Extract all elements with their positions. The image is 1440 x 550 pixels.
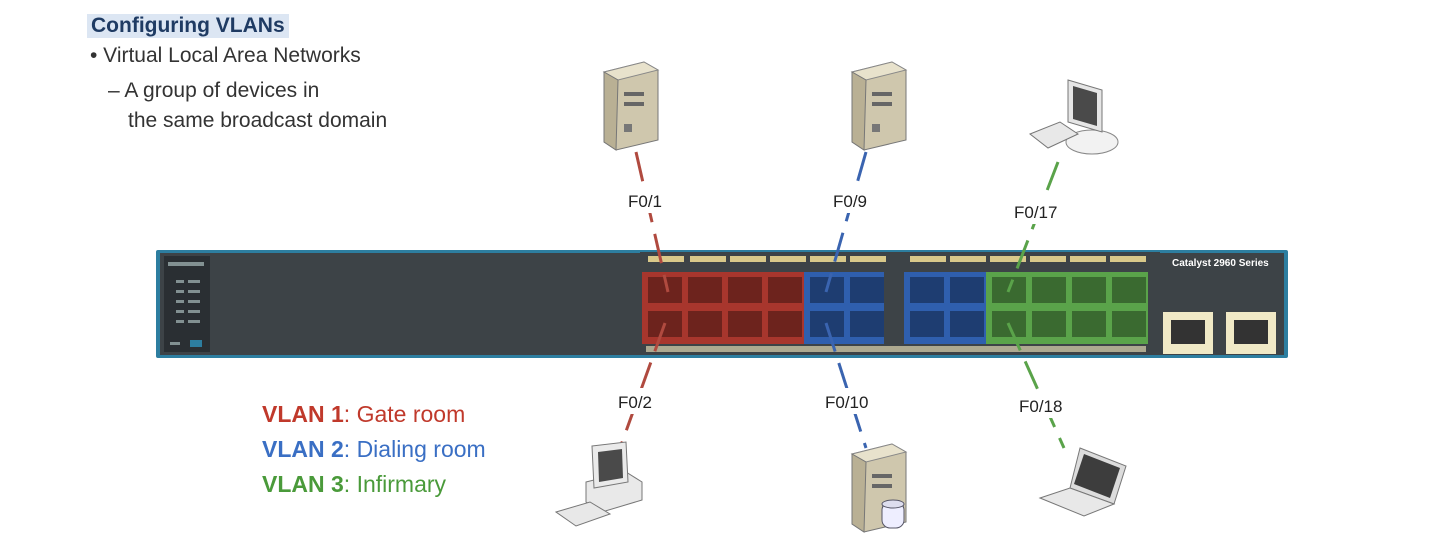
legend-vlan2-id: VLAN 2 — [262, 436, 344, 462]
vlan2-port-block-b — [904, 272, 986, 344]
cable-f0-1 — [634, 151, 670, 293]
rj45-port — [1032, 311, 1066, 337]
svg-text:F0/9: F0/9 — [833, 192, 867, 211]
network-switch: Catalyst 2960 Series — [156, 250, 1288, 358]
laptop-icon — [1038, 447, 1127, 517]
rj45-port — [1032, 277, 1066, 303]
legend-vlan3-id: VLAN 3 — [262, 471, 344, 497]
svg-text:F0/17: F0/17 — [1014, 203, 1057, 222]
rj45-port — [688, 277, 722, 303]
rj45-port — [1072, 277, 1106, 303]
rj45-port — [768, 311, 802, 337]
rj45-port — [728, 311, 762, 337]
rj45-port — [850, 277, 884, 303]
port-label-strip-bottom — [646, 346, 1146, 352]
rj45-port — [910, 277, 944, 303]
legend-vlan3: VLAN 3: Infirmary — [262, 471, 446, 498]
status-led-panel — [164, 256, 210, 352]
database-server-icon — [850, 443, 908, 533]
port-label-f0-10: F0/10 — [820, 388, 884, 414]
port-label-f0-1: F0/1 — [620, 187, 674, 213]
rj45-port — [768, 277, 802, 303]
rj45-port — [1072, 311, 1106, 337]
server-icon — [602, 61, 660, 151]
desktop-computer-icon — [554, 441, 643, 527]
legend-vlan2-name: : Dialing room — [343, 436, 486, 462]
svg-text:F0/1: F0/1 — [628, 192, 662, 211]
port-label-strip-top — [648, 256, 1146, 262]
cable-f0-2 — [618, 322, 667, 449]
rj45-ports — [648, 277, 1146, 337]
port-label-f0-17: F0/17 — [1006, 198, 1070, 224]
rj45-port — [728, 277, 762, 303]
svg-text:F0/10: F0/10 — [825, 393, 868, 412]
legend-vlan1: VLAN 1: Gate room — [262, 401, 465, 428]
port-label-f0-18: F0/18 — [1012, 392, 1076, 418]
legend-vlan1-id: VLAN 1 — [262, 401, 344, 427]
rj45-port — [850, 311, 884, 337]
rj45-port — [950, 277, 984, 303]
switch-model-label: Catalyst 2960 Series — [1172, 258, 1269, 269]
svg-text:F0/18: F0/18 — [1019, 397, 1062, 416]
cable-f0-9 — [824, 151, 868, 293]
vlan2-port-block-a — [804, 272, 884, 344]
bullet-level2: – A group of devices in the same broadca… — [108, 76, 387, 136]
desktop-computer-icon — [1029, 79, 1119, 155]
cable-f0-10 — [824, 322, 868, 449]
vlan1-port-block — [642, 272, 804, 344]
cable-f0-17 — [1006, 161, 1060, 293]
legend-vlan3-name: : Infirmary — [343, 471, 447, 497]
bullet-level1: • Virtual Local Area Networks — [90, 44, 361, 67]
rj45-port — [1112, 277, 1146, 303]
rj45-port — [950, 311, 984, 337]
slide-title: Configuring VLANs — [87, 14, 289, 38]
legend-vlan2: VLAN 2: Dialing room — [262, 436, 486, 463]
rj45-port — [910, 311, 944, 337]
rj45-port — [688, 311, 722, 337]
rj45-port — [1112, 311, 1146, 337]
legend-vlan1-name: : Gate room — [343, 401, 466, 427]
port-label-f0-9: F0/9 — [826, 187, 880, 213]
bullet-level2-line2: the same broadcast domain — [128, 109, 388, 132]
port-label-f0-2: F0/2 — [612, 388, 666, 414]
server-icon — [850, 61, 908, 151]
svg-text:F0/2: F0/2 — [618, 393, 652, 412]
bullet-level2-line1: – A group of devices in — [108, 79, 320, 102]
cable-f0-18 — [1006, 322, 1066, 449]
